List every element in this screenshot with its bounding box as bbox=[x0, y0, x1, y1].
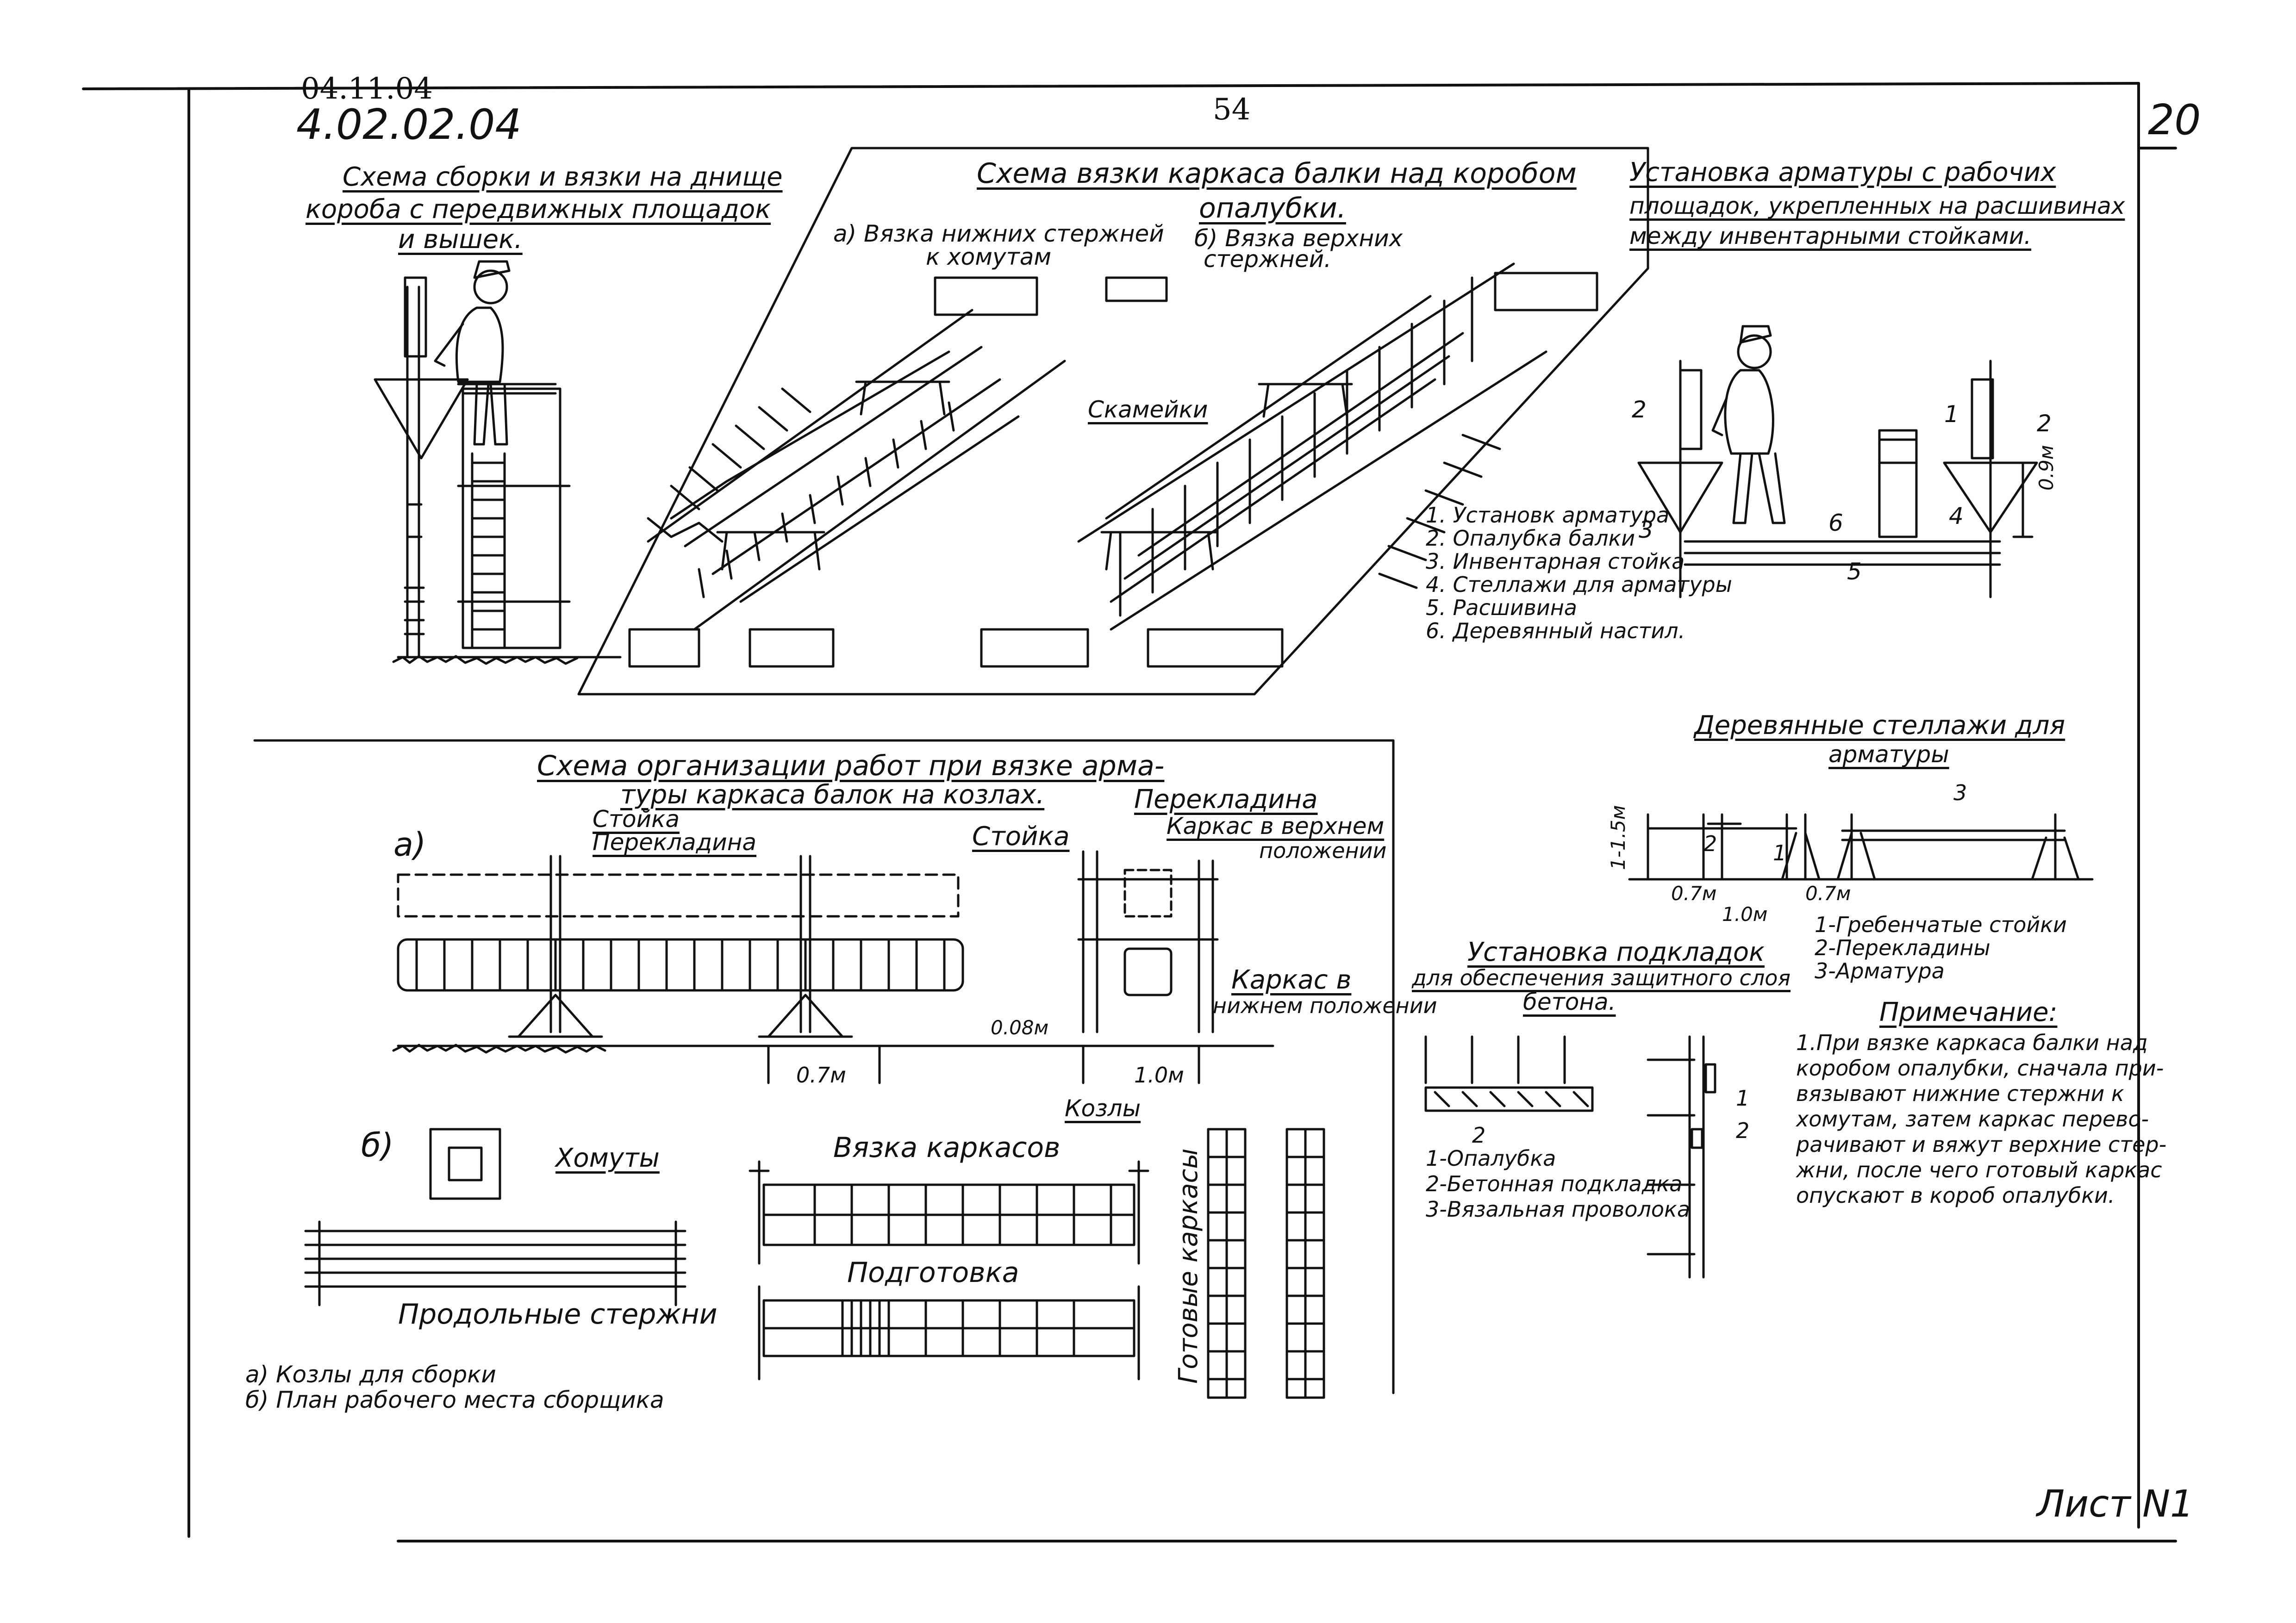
rods-label: Продольные стержни bbox=[398, 1298, 718, 1331]
spacers-sketch bbox=[1424, 1035, 1716, 1279]
frame-label-b-line1: б) Вязка верхних bbox=[1194, 225, 1403, 252]
sheet-label: Лист N1 bbox=[2037, 1482, 2194, 1525]
note-line-4: хомутам, затем каркас перево- bbox=[1796, 1107, 2149, 1132]
podium-title-line1: Схема сборки и вязки на днище bbox=[343, 162, 783, 192]
post-label-side: Стойка bbox=[972, 821, 1070, 852]
racks-dim-height: 1-1.5м bbox=[1607, 805, 1629, 870]
note-line-1: 1.При вязке каркаса балки над bbox=[1796, 1030, 2148, 1055]
frame-title-line2: опалубки. bbox=[1199, 192, 1346, 224]
dim-height: 0.08м bbox=[991, 1016, 1049, 1039]
install-callout-4: 4 bbox=[1949, 503, 1964, 529]
install-callout-1: 1 bbox=[1944, 401, 1959, 428]
install-title-line2: площадок, укрепленных на расшивинах bbox=[1629, 193, 2125, 219]
racks-callout-1: 1 bbox=[1773, 840, 1787, 865]
benches-label: Скамейки bbox=[1088, 396, 1208, 423]
spacers-title-line3: бетона. bbox=[1523, 989, 1616, 1015]
note-line-3: вязывают нижние стержни к bbox=[1796, 1081, 2124, 1106]
install-legend-6: 6. Деревянный настил. bbox=[1426, 618, 1685, 643]
podium-title-line3: и вышек. bbox=[398, 224, 523, 255]
organization-title-line2: туры каркаса балок на козлах. bbox=[620, 780, 1045, 810]
note-line-6: жни, после чего готовый каркас bbox=[1796, 1157, 2162, 1182]
install-title-line1: Установка арматуры с рабочих bbox=[1629, 157, 2056, 187]
frame-lower-line1: Каркас в bbox=[1231, 965, 1352, 995]
organization-note-a: а) Козлы для сборки bbox=[245, 1361, 496, 1388]
install-legend-2: 2. Опалубка балки bbox=[1426, 526, 1635, 551]
spacers-callout-2a: 2 bbox=[1472, 1123, 1486, 1148]
install-legend-5: 5. Расшивина bbox=[1426, 595, 1577, 620]
page-number: 54 bbox=[1213, 93, 1251, 127]
note-line-2: коробом опалубки, сначала при- bbox=[1796, 1056, 2164, 1081]
frame-upper-line2: положении bbox=[1259, 838, 1387, 863]
organization-note-b: б) План рабочего места сборщика bbox=[245, 1387, 664, 1413]
frame-label-a-line2: к хомутам bbox=[926, 243, 1052, 270]
sheet-number: 20 bbox=[2148, 96, 2201, 144]
frame-title-line1: Схема вязки каркаса балки над коробом bbox=[977, 157, 1577, 190]
podium-sketch bbox=[374, 260, 622, 665]
crossbar-label: Перекладина bbox=[593, 829, 757, 856]
spacers-title-line2: для обеспечения защитного слоя bbox=[1412, 965, 1791, 990]
dim-span: 0.7м bbox=[796, 1063, 846, 1088]
racks-legend-2: 2-Перекладины bbox=[1815, 935, 1990, 960]
install-legend-4: 4. Стеллажи для арматуры bbox=[1426, 572, 1732, 597]
frame-tying-sketch bbox=[577, 147, 1649, 696]
finished-label: Готовые каркасы bbox=[1173, 1148, 1204, 1384]
prep-label: Подготовка bbox=[847, 1256, 1019, 1289]
doc-code: 4.02.02.04 bbox=[296, 100, 522, 149]
spacers-title-line1: Установка подкладок bbox=[1467, 937, 1765, 967]
spacers-legend-3: 3-Вязальная проволока bbox=[1426, 1197, 1691, 1222]
frame-lower-line2: нижнем положении bbox=[1213, 993, 1437, 1018]
install-legend-3: 3. Инвентарная стойка bbox=[1426, 549, 1685, 574]
install-callout-6: 6 bbox=[1828, 510, 1843, 536]
racks-legend-3: 3-Арматура bbox=[1815, 958, 1945, 983]
tying-label: Вязка каркасов bbox=[833, 1132, 1061, 1164]
racks-callout-3: 3 bbox=[1953, 780, 1967, 805]
install-callout-5: 5 bbox=[1847, 558, 1862, 585]
dim-side: 1.0м bbox=[1134, 1063, 1184, 1088]
frame-label-a-line1: а) Вязка нижних стержней bbox=[833, 220, 1164, 247]
organization-label-a: а) bbox=[393, 826, 426, 864]
racks-title-line2: арматуры bbox=[1828, 741, 1949, 768]
organization-label-b: б) bbox=[361, 1126, 394, 1164]
note-line-7: опускают в короб опалубки. bbox=[1796, 1183, 2115, 1208]
install-callout-3: 3 bbox=[1639, 516, 1653, 543]
racks-legend-1: 1-Гребенчатые стойки bbox=[1815, 912, 2067, 937]
racks-sketch bbox=[1628, 813, 2094, 881]
spacers-legend-1: 1-Опалубка bbox=[1426, 1146, 1556, 1171]
stirrups-label: Хомуты bbox=[555, 1143, 660, 1173]
racks-title-line1: Деревянные стеллажи для bbox=[1694, 710, 2065, 740]
install-sketch bbox=[1637, 325, 2038, 598]
install-callout-2a: 2 bbox=[1632, 396, 1647, 423]
trestles-label: Козлы bbox=[1065, 1095, 1141, 1122]
podium-title-line2: короба с передвижных площадок bbox=[306, 194, 771, 224]
frame-label-b-line2: стержней. bbox=[1204, 246, 1332, 273]
note-title: Примечание: bbox=[1879, 997, 2058, 1027]
crossbar-label-side: Перекладина bbox=[1134, 784, 1318, 815]
organization-title-line1: Схема организации работ при вязке арма- bbox=[537, 750, 1165, 782]
spacers-callout-2b: 2 bbox=[1736, 1118, 1750, 1143]
frame-lines bbox=[82, 82, 2177, 1542]
note-line-5: рачивают и вяжут верхние стер- bbox=[1796, 1132, 2167, 1157]
organization-sketch bbox=[253, 739, 1395, 1399]
install-dimension: 0.9м bbox=[2035, 445, 2058, 491]
spacers-legend-2: 2-Бетонная подкладка bbox=[1426, 1171, 1683, 1196]
spacers-callout-1: 1 bbox=[1736, 1086, 1750, 1111]
post-label: Стойка bbox=[593, 806, 680, 833]
racks-dim-1-0: 1.0м bbox=[1722, 903, 1768, 926]
racks-dim-0-7b: 0.7м bbox=[1805, 882, 1851, 905]
install-legend-1: 1. Установк арматура bbox=[1426, 503, 1670, 528]
install-callout-2b: 2 bbox=[2037, 410, 2052, 437]
frame-upper-line1: Каркас в верхнем bbox=[1167, 813, 1385, 839]
doc-code-old: 04.11.04 bbox=[301, 72, 433, 106]
racks-callout-2: 2 bbox=[1703, 831, 1717, 856]
install-title-line3: между инвентарными стойками. bbox=[1629, 223, 2032, 249]
racks-dim-0-7a: 0.7м bbox=[1671, 882, 1717, 905]
